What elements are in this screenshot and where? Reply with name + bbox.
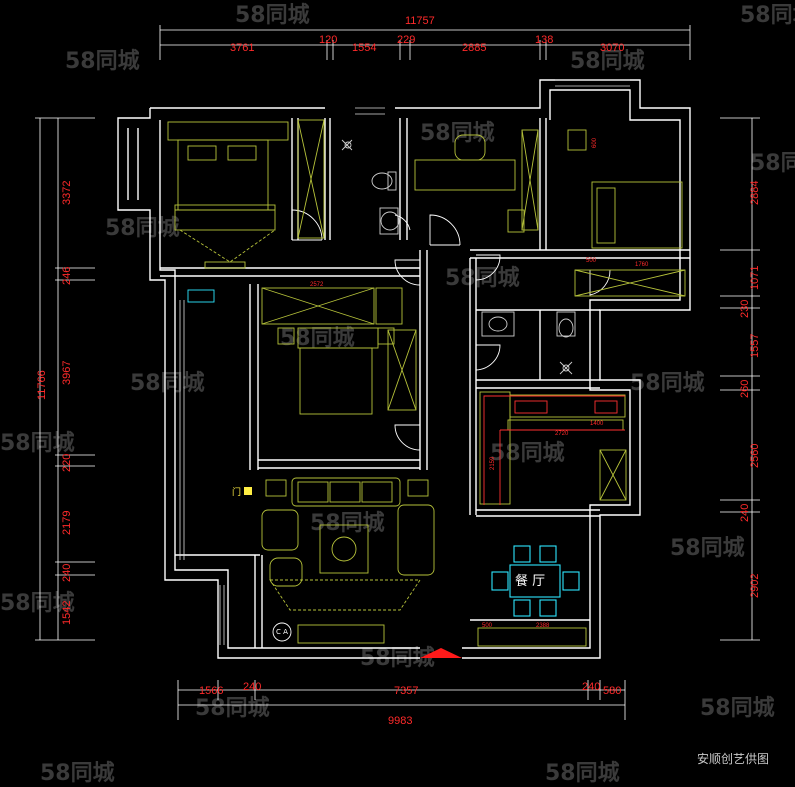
dim-bottom: 580 bbox=[603, 685, 621, 697]
dining-set bbox=[491, 545, 580, 617]
dim-left: 246 bbox=[61, 267, 73, 285]
dim-left: 3372 bbox=[61, 181, 73, 205]
headboard bbox=[167, 121, 289, 141]
watermark: 58同城 bbox=[0, 430, 75, 456]
watermark: 58同城 bbox=[195, 695, 270, 721]
walls bbox=[117, 79, 691, 659]
dim-bottom: 7357 bbox=[394, 685, 418, 697]
dim-right: 2902 bbox=[749, 574, 761, 598]
dim-top: 3070 bbox=[600, 42, 624, 54]
dim-inner: 2159 bbox=[490, 456, 496, 470]
dim-top: 138 bbox=[535, 34, 553, 46]
watermark: 58同城 bbox=[445, 265, 520, 291]
watermark: 58同城 bbox=[65, 48, 140, 74]
right-dimensions: 2884 1071 230 1557 260 2560 240 2902 bbox=[739, 181, 761, 598]
dim-left: 220 bbox=[61, 454, 73, 472]
dim-inner: 1400 bbox=[590, 421, 604, 427]
dim-right: 260 bbox=[739, 380, 751, 398]
dim-left: 2179 bbox=[61, 511, 73, 535]
bathroom-fixtures bbox=[341, 139, 576, 375]
dim-top: 120 bbox=[319, 34, 337, 46]
door-marker bbox=[244, 487, 252, 495]
dim-top: 1554 bbox=[352, 42, 376, 54]
dim-left: 240 bbox=[61, 564, 73, 582]
dim-top: 229 bbox=[397, 34, 415, 46]
dim-left-total: 11766 bbox=[36, 370, 48, 400]
dim-top-total: 11757 bbox=[405, 15, 435, 27]
dim-left: 1542 bbox=[61, 601, 73, 625]
windows bbox=[179, 79, 630, 645]
toilet-2 bbox=[558, 318, 574, 338]
dim-inner: 1760 bbox=[635, 262, 649, 268]
ca-marker bbox=[272, 622, 292, 642]
watermark: 58同城 bbox=[280, 325, 355, 351]
dim-inner: 500 bbox=[482, 623, 493, 629]
dim-right: 2560 bbox=[749, 444, 761, 468]
watermark: 58同城 bbox=[420, 120, 495, 146]
master-bed bbox=[177, 139, 269, 211]
watermark: 58同城 bbox=[310, 510, 385, 536]
watermark: 58同城 bbox=[750, 150, 795, 176]
dim-left: 3967 bbox=[61, 361, 73, 385]
watermark: 58同城 bbox=[490, 440, 565, 466]
dimension-lines bbox=[35, 25, 760, 720]
dim-top: 3761 bbox=[230, 42, 254, 54]
dim-top: 2885 bbox=[462, 42, 486, 54]
watermark: 58同城 bbox=[740, 2, 795, 28]
watermark: 58同城 bbox=[130, 370, 205, 396]
doors bbox=[291, 209, 611, 451]
dim-inner: 2720 bbox=[555, 431, 569, 437]
watermark: 58同城 bbox=[700, 695, 775, 721]
watermark: 58同城 bbox=[105, 215, 180, 241]
entrance-marker bbox=[420, 648, 462, 658]
bottom-dimensions: 1566 240 7357 240 580 9983 bbox=[199, 681, 621, 727]
basin-2 bbox=[481, 311, 515, 337]
watermark: 58同城 bbox=[0, 590, 75, 616]
dim-bottom: 240 bbox=[243, 681, 261, 693]
watermark: 58同城 bbox=[630, 370, 705, 396]
dim-right: 230 bbox=[739, 300, 751, 318]
kitchen-counter bbox=[483, 395, 625, 505]
top-dimensions: 11757 3761 120 1554 229 2885 138 3070 bbox=[230, 15, 624, 54]
dining-table bbox=[509, 564, 561, 598]
dim-bottom: 240 bbox=[582, 681, 600, 693]
image-credit: 安顺创艺供图 bbox=[696, 752, 769, 766]
dim-inner: 600 bbox=[592, 137, 598, 148]
dim-right: 1557 bbox=[749, 334, 761, 358]
door-label: 门 bbox=[232, 486, 241, 498]
watermark: 58同城 bbox=[570, 48, 645, 74]
dim-bottom-total: 9983 bbox=[388, 715, 412, 727]
basin bbox=[380, 211, 400, 231]
watermark: 58同城 bbox=[235, 2, 310, 28]
dim-inner: 500 bbox=[586, 258, 597, 264]
ca-label: C A bbox=[276, 628, 288, 636]
dim-right: 1071 bbox=[749, 266, 761, 290]
dim-bottom: 1566 bbox=[199, 685, 223, 697]
watermark: 58同城 bbox=[670, 535, 745, 561]
dim-inner: 2572 bbox=[310, 282, 324, 288]
dim-inner: 2388 bbox=[536, 623, 550, 629]
toilet bbox=[371, 172, 393, 190]
watermark: 58同城 bbox=[40, 760, 115, 786]
watermark: 58同城 bbox=[545, 760, 620, 786]
shoe-cabinet bbox=[187, 289, 215, 303]
left-dimensions: 11766 3372 246 3967 220 2179 240 1542 bbox=[36, 181, 73, 625]
room-label-dining: 餐 厅 bbox=[515, 573, 545, 589]
furniture bbox=[167, 119, 686, 647]
dim-right: 2884 bbox=[749, 181, 761, 205]
inner-dimensions: 2572 500 2720 1400 500 1760 2388 600 215… bbox=[310, 137, 649, 629]
dim-right: 240 bbox=[739, 504, 751, 522]
